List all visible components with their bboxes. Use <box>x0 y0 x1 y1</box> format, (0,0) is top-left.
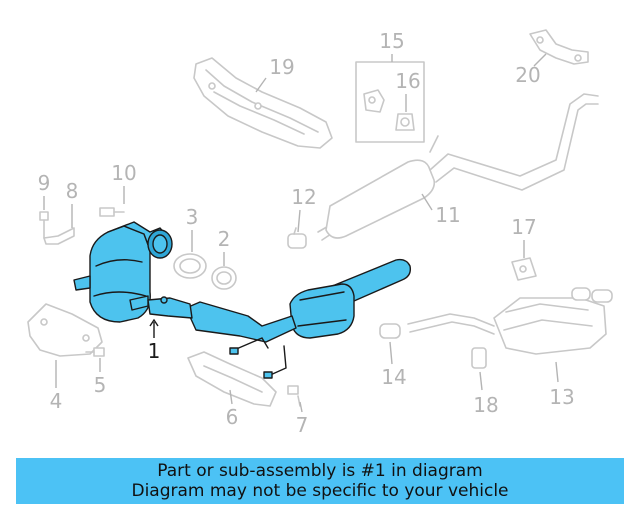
callout-8: 8 <box>66 179 79 203</box>
part-2-gasket <box>211 266 237 290</box>
part-12-clamp <box>287 227 307 249</box>
part-4-bracket <box>27 303 103 357</box>
part-11-intermediate-pipe <box>317 93 599 241</box>
callout-17: 17 <box>511 215 536 239</box>
banner-line-2: Diagram may not be specific to your vehi… <box>131 481 509 501</box>
callout-3: 3 <box>186 205 199 229</box>
part-20-bracket <box>529 29 589 65</box>
part-10-bolt <box>99 207 125 217</box>
callout-13: 13 <box>549 385 574 409</box>
part-14-clamp <box>379 323 401 339</box>
callout-6: 6 <box>226 405 239 429</box>
part-3-clamp-ring <box>173 253 207 279</box>
callout-11: 11 <box>435 203 460 227</box>
part-18-rubber-hanger <box>471 347 487 369</box>
part-8-bracket <box>43 227 75 245</box>
part-6-heat-shield <box>187 351 277 407</box>
part-1-catalytic-converter-assembly <box>73 221 412 379</box>
part-9-bolt <box>39 211 49 239</box>
part-17-hanger <box>511 257 537 281</box>
part-13-rear-muffler <box>407 287 613 355</box>
callout-9: 9 <box>38 171 51 195</box>
part-7-bolt <box>287 385 301 407</box>
part-15-16-mount-box <box>355 61 425 143</box>
banner-line-1: Part or sub-assembly is #1 in diagram <box>157 461 483 481</box>
callout-19: 19 <box>269 55 294 79</box>
callout-1: 1 <box>148 339 161 363</box>
part-19-heat-shield <box>193 57 333 149</box>
callout-20: 20 <box>515 63 540 87</box>
callout-2: 2 <box>218 227 231 251</box>
callout-5: 5 <box>94 373 107 397</box>
callout-16: 16 <box>395 69 420 93</box>
part-5-bolt <box>85 347 105 357</box>
callout-4: 4 <box>50 389 63 413</box>
callout-10: 10 <box>111 161 136 185</box>
callout-18: 18 <box>473 393 498 417</box>
callout-12: 12 <box>291 185 316 209</box>
callout-15: 15 <box>379 29 404 53</box>
exhaust-parts-diagram: 9 8 10 3 2 19 15 16 20 12 11 17 4 5 6 7 … <box>27 29 613 437</box>
callout-7: 7 <box>296 413 309 437</box>
info-banner: Part or sub-assembly is #1 in diagram Di… <box>16 458 624 504</box>
callout-14: 14 <box>381 365 406 389</box>
